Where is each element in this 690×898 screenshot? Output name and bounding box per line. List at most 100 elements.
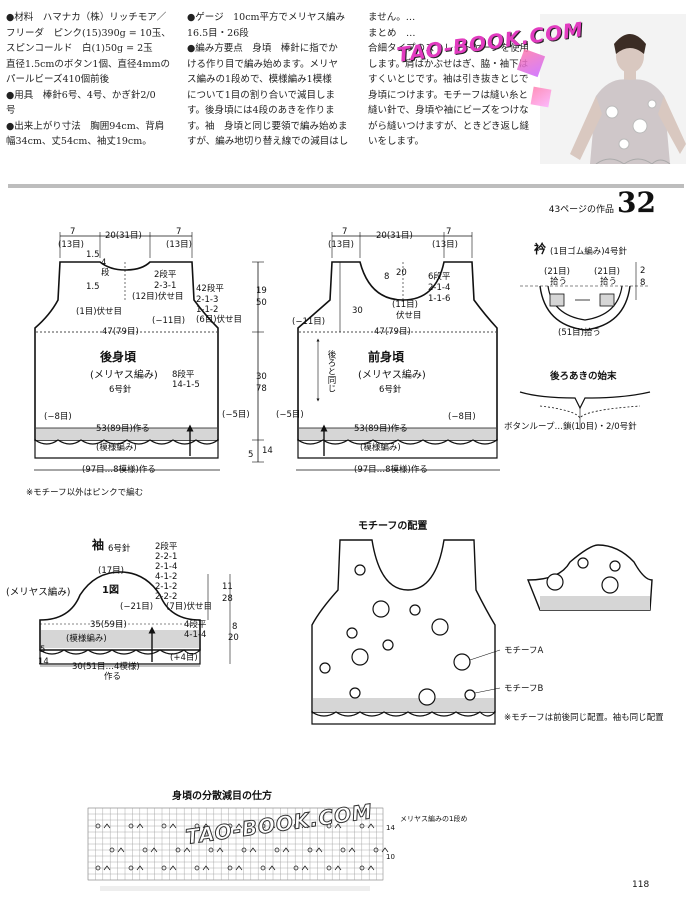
- sleeve-needle: 6号針: [108, 544, 131, 554]
- back-w47: 47(79目): [102, 327, 139, 337]
- col1-line: スピンコールド 白(1)50g = 2玉: [6, 43, 153, 54]
- front-w47: 47(79目): [374, 327, 411, 337]
- finishing-column: ません。… まとめ … 合細タイプのストレートヤーンを使用 します。肩はかぶせは…: [368, 10, 546, 150]
- back-bottom: (97目…8模様)作る: [82, 465, 156, 475]
- chart-yarnover-mark: [326, 865, 332, 871]
- back-d15b: 1.5: [86, 282, 100, 292]
- front-decA-0: 6段平: [428, 272, 451, 282]
- chart-yarnover-mark: [359, 865, 365, 871]
- chart-grid-lines: [87, 807, 383, 881]
- chart-row-note: メリヤス編みの1段め: [400, 815, 468, 823]
- back-decA-1: 2-3-1: [154, 281, 177, 291]
- sleeve-fig1: 1図: [102, 585, 119, 596]
- sleeve-scallop-hem: [39, 648, 201, 665]
- chart-yarnover-mark: [373, 847, 379, 853]
- sleeve-step-2: 2-1-4: [155, 562, 178, 572]
- chart-yarnover-mark: [194, 823, 200, 829]
- back-title: 後身頃: [100, 350, 137, 364]
- back-decB-2: 1-1-2: [196, 305, 219, 315]
- collar-center: (51目)拾う: [558, 328, 601, 338]
- col1-line: ●出来上がり寸法 胸囲94cm、背肩: [6, 120, 165, 132]
- front-pattern: (模様編み): [360, 443, 401, 453]
- chart-yarnover-mark: [161, 823, 167, 829]
- back-top-left-7: 7: [70, 227, 76, 237]
- col3-line: 合細タイプのストレートヤーンを使用: [368, 43, 530, 54]
- gauge-column: ●ゲージ 10cm平方でメリヤス編み 16.5目・26段 ●編み方要点 身頃 棒…: [187, 10, 365, 150]
- chart-row-14: 14: [386, 824, 395, 832]
- front-needle: 6号針: [379, 385, 402, 395]
- back-incC-0: 8段平: [172, 370, 195, 380]
- back-d4: 4: [101, 258, 107, 268]
- col3-line: します。肩はかぶせはぎ、脇・袖下は: [368, 58, 529, 70]
- collar-left: (21目): [544, 267, 570, 277]
- sleeve-step-5: 2-2-2: [155, 592, 178, 602]
- front-d20: 20: [396, 268, 407, 278]
- sleeve-h20: 20: [228, 633, 239, 643]
- sleeve-h8: 8: [232, 622, 238, 632]
- back-m5: (−5目): [222, 410, 250, 420]
- sleeve-incD-0: 4段平: [184, 620, 207, 630]
- motif-title: モチーフの配置: [358, 521, 428, 532]
- col2-line: 16.5目・26段: [187, 27, 249, 39]
- chart-yarnover-mark: [142, 847, 148, 853]
- front-title: 前身頃: [368, 350, 405, 364]
- chart-yarnover-mark: [227, 865, 233, 871]
- back-h5: 5: [248, 450, 254, 460]
- col2-line: ●編み方要点 身頃 棒針に指でか: [187, 43, 338, 54]
- front-d30: 30: [352, 306, 363, 316]
- back-scallop-hem: [34, 438, 219, 459]
- chart-decrease-mark: [150, 847, 158, 853]
- chart-yarnover-mark: [128, 865, 134, 871]
- back-needle: 6号針: [109, 385, 132, 395]
- back-decB-3: (6目)伏せ目: [196, 315, 243, 325]
- front-sub: (メリヤス編み): [358, 370, 426, 381]
- sleeve-h14: 14: [38, 657, 49, 667]
- col3-line: 縫い針で、身頃や袖にビーズをつけな: [368, 105, 529, 116]
- chart-decrease-mark: [334, 823, 342, 829]
- footer-page-number: 118: [632, 880, 650, 890]
- collar-title: 衿: [534, 242, 547, 256]
- chart-yarnover-mark: [274, 847, 280, 853]
- chart-decrease-mark: [301, 823, 309, 829]
- back-opening-note: ボタンループ…鎖(10目)・2/0号針: [504, 422, 637, 432]
- back-decB-0: 42段平: [196, 284, 224, 294]
- back-dan: 段: [101, 268, 110, 278]
- back-h78: 78: [256, 384, 267, 394]
- model-illustration-icon: [540, 14, 686, 164]
- chart-row-10: 10: [386, 853, 395, 861]
- col1-line: 直径1.5cmのボタン1個、直径4mmの: [6, 58, 171, 70]
- sleeve-h11: 11: [222, 582, 233, 592]
- front-m8: (−8目): [448, 412, 476, 422]
- back-bodice-shape: [34, 261, 219, 441]
- chart-yarnover-mark: [109, 847, 115, 853]
- motif-label-b: モチーフB: [504, 684, 544, 694]
- chart-decrease-mark: [117, 847, 125, 853]
- chart-decrease-mark: [235, 865, 243, 871]
- chart-yarnover-mark: [128, 823, 134, 829]
- front-m11: (−11目): [292, 317, 326, 327]
- back-note: ※モチーフ以外はピンクで編む: [26, 488, 144, 498]
- front-decA-3: (11目): [392, 300, 418, 310]
- sleeve-step-3: 4-1-2: [155, 572, 178, 582]
- back-h14: 14: [262, 446, 273, 456]
- chart-decrease-mark: [348, 847, 356, 853]
- back-m11: (−11目): [152, 316, 186, 326]
- materials-column: ●材料 ハマナカ（株）リッチモア／ フリーダ ピンク(15)390g = 10玉…: [6, 10, 182, 150]
- back-fuse1: (1目)伏せ目: [76, 307, 123, 317]
- back-d15a: 1.5: [86, 250, 100, 260]
- col3-line: すくいとじです。袖は引き抜きとじで: [368, 74, 529, 85]
- front-m5a: (−5目): [276, 410, 304, 420]
- back-top-right-7: 7: [176, 227, 182, 237]
- front-top-right-7: 7: [446, 227, 452, 237]
- col1-line: ●用具 棒針6号、4号、かぎ針2/0: [6, 89, 156, 101]
- back-pattern-band: [36, 428, 217, 440]
- chart-decrease-mark: [268, 865, 276, 871]
- chart-yarnover-mark: [293, 865, 299, 871]
- front-scallop-hem: [297, 438, 498, 459]
- pattern-number: 32: [617, 186, 656, 219]
- col2-line: ける作り目で編み始めます。メリヤ: [187, 58, 339, 70]
- collar-d8: 8: [640, 278, 646, 288]
- front-same: 後ろと同じ: [326, 350, 336, 393]
- col3-line: ません。…: [368, 12, 416, 23]
- chart-decrease-mark: [183, 847, 191, 853]
